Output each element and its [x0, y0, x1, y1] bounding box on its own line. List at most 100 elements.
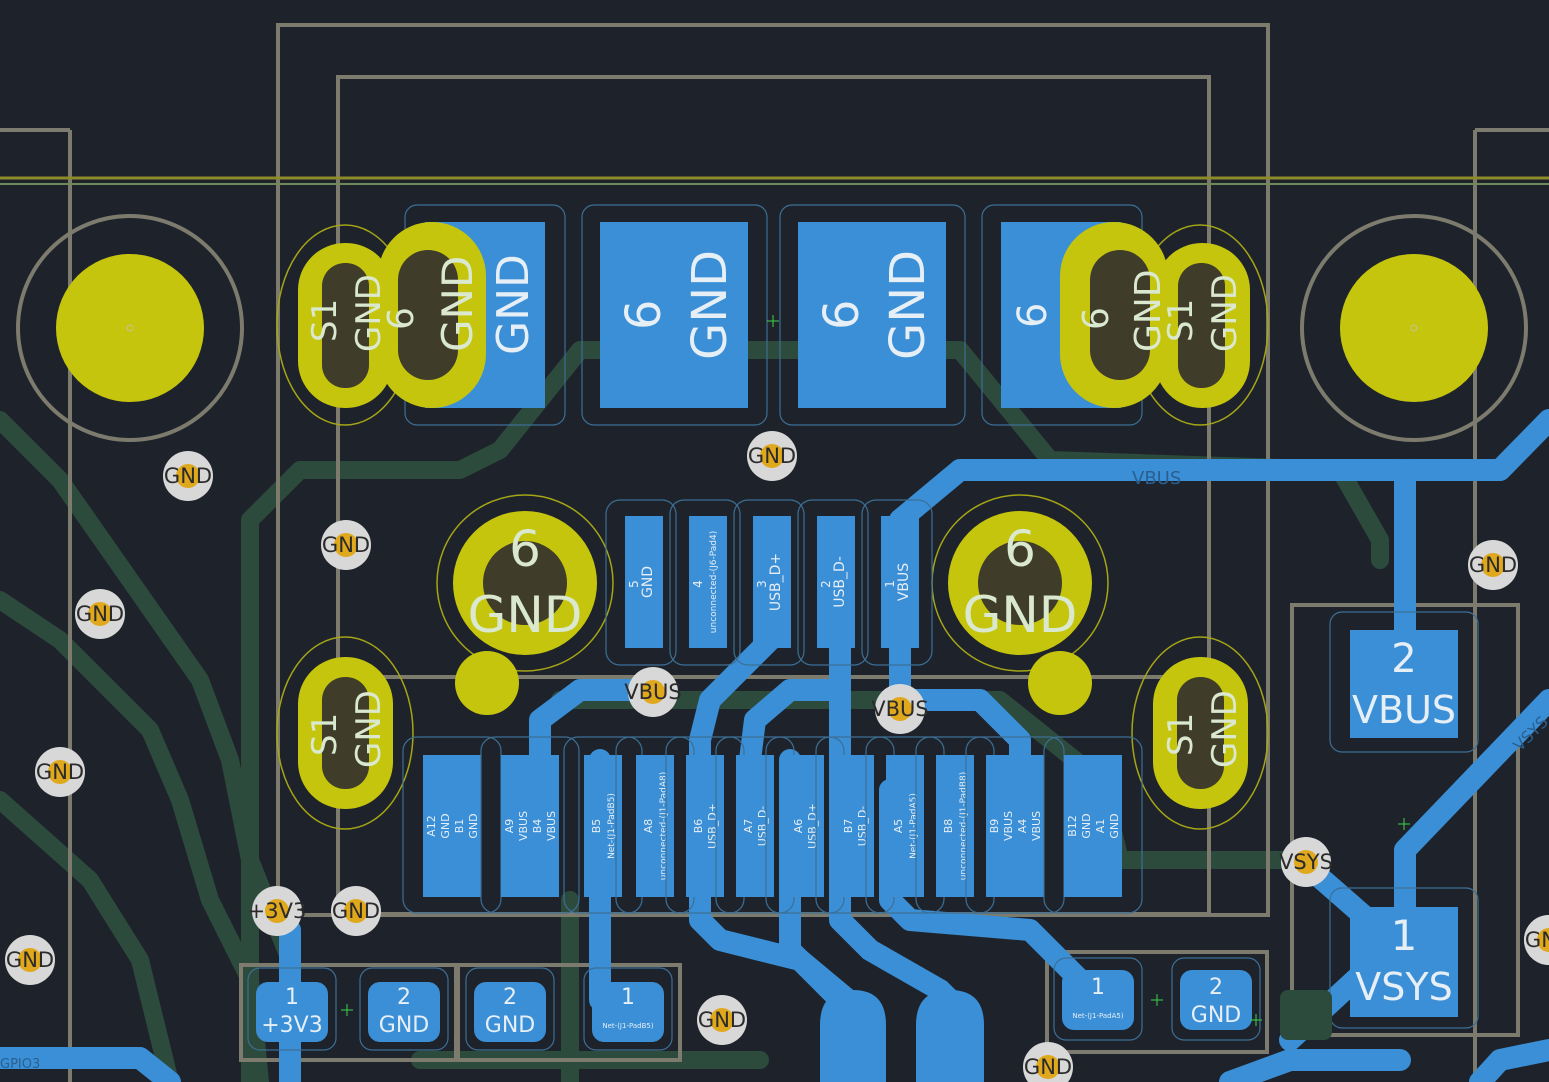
right-pad-2-num: 2	[1391, 636, 1416, 682]
usbc-pin-label: B1	[453, 819, 466, 834]
slot-tl-num2: 6	[381, 307, 422, 330]
slot-br-num: S1	[1161, 713, 1201, 756]
slot-tr-num: 6	[1076, 307, 1117, 330]
usbc-pin-label: USB_D+	[706, 803, 719, 849]
usbc-pin-label: USB_D-	[856, 806, 869, 847]
via-label: GND	[1024, 1055, 1072, 1079]
bot-pad-2-net: GND	[379, 1013, 429, 1038]
pad-labels: GND 6 GND 6 GND 6 S1 GND 6 GND 6 GND S1 …	[0, 250, 1549, 1072]
thru-left-num: 6	[509, 520, 541, 578]
narrow-pad-num: 1	[883, 580, 897, 588]
usbc-pin-label: B8	[942, 819, 955, 834]
mid-thru-holes	[436, 494, 1109, 715]
usbc-pin-pad	[736, 755, 774, 897]
narrow-pad-num: 4	[691, 580, 705, 588]
usbc-pin-label: B5	[590, 819, 603, 834]
usbc-pin-label: GND	[439, 813, 452, 838]
via-label: GND	[748, 444, 796, 468]
narrow-pad-net: USB_D+	[768, 553, 784, 611]
right-pad-2-net: VBUS	[1352, 688, 1456, 732]
via-label: GND	[1525, 928, 1549, 952]
bottom-slots	[276, 636, 1269, 830]
slot-tr-num2: S1	[1161, 299, 1201, 342]
usbc-pin-label: B4	[531, 819, 544, 834]
usbc-pin-pad	[886, 755, 924, 897]
bottom-pads	[247, 957, 1261, 1051]
usbc-pin-label: VBUS	[1030, 811, 1043, 841]
usbc-pin-pad	[786, 755, 824, 897]
usbc-pin-label: GND	[1080, 813, 1093, 838]
via-label: VBUS	[871, 697, 928, 721]
thru-left-net: GND	[468, 586, 583, 644]
slot-bl-num: S1	[305, 713, 345, 756]
usbc-pin-label: A12	[425, 815, 438, 837]
bot-pad-1-net: +3V3	[261, 1013, 322, 1038]
big-pad-1-net: GND	[488, 254, 539, 355]
big-pad-2-num: 6	[616, 299, 672, 330]
usbc-pin-label: A1	[1094, 819, 1107, 834]
top-slots	[276, 222, 1269, 426]
bot-pad-3-net: GND	[485, 1013, 535, 1038]
via-label: GND	[164, 464, 212, 488]
usbc-pin-label: B7	[842, 819, 855, 834]
slot-br-net: GND	[1205, 690, 1245, 768]
usbc-pin-label: USB_D-	[756, 806, 769, 847]
usbc-pin-label: unconnected-(J1-PadA8)	[659, 772, 669, 881]
trace-label-vbus: VBUS	[1132, 468, 1181, 489]
narrow-pad-num: 5	[627, 580, 641, 588]
usbc-pin-label: GND	[1108, 813, 1121, 838]
slot-tr-net2: GND	[1205, 274, 1245, 352]
usbc-pin-label: Net-(J1-PadA5)	[909, 793, 919, 859]
bot-pad-4-num: 1	[621, 985, 635, 1010]
usbc-pin-label: A8	[642, 819, 655, 834]
usbc-pin-pad	[936, 755, 974, 897]
usbc-pin-pad	[423, 755, 481, 897]
thru-right-net: GND	[963, 586, 1078, 644]
narrow-pad	[881, 516, 919, 648]
usbc-pin-label: USB_D+	[806, 803, 819, 849]
right-pad-1-num: 1	[1391, 911, 1418, 960]
slot-bl-net: GND	[349, 690, 389, 768]
usbc-pin-label: GND	[467, 813, 480, 838]
narrow-pad	[753, 516, 791, 648]
narrow-pad	[817, 516, 855, 648]
big-pad-3-num: 6	[814, 299, 870, 330]
usbc-pin-pad	[686, 755, 724, 897]
right-pads	[1280, 611, 1479, 1040]
narrow-pad	[625, 516, 663, 648]
via-label: +3V3	[248, 899, 307, 923]
usbc-pin-label: A4	[1016, 819, 1029, 834]
big-pad-3-net: GND	[880, 250, 936, 360]
usb-shield-pads	[820, 990, 984, 1082]
usbc-pin-label: B6	[692, 819, 705, 834]
usbc-pin-label: A9	[503, 819, 516, 834]
usbc-pin-label: A7	[742, 819, 755, 834]
via-label: VSYS	[1279, 850, 1333, 874]
vias: GND GND GND GND GND GND GND GND GND GND GND +3V3 VBU…	[5, 431, 1549, 1082]
markers	[341, 315, 1410, 1026]
usbc-pin-label: A6	[792, 819, 805, 834]
narrow-pad	[689, 516, 727, 648]
usbc-pin-label: unconnected-(J1-PadB8)	[959, 772, 969, 881]
usbc-pin-label: A5	[892, 819, 905, 834]
narrow-pad-net: VBUS	[896, 563, 912, 601]
via-label: GND	[332, 899, 380, 923]
narrow-pad-num: 2	[819, 580, 833, 588]
bot-pad-6-num: 2	[1209, 975, 1223, 1000]
usbc-pin-pad	[501, 755, 559, 897]
usbc-pin-pad	[1064, 755, 1122, 897]
via-label: VBUS	[624, 680, 681, 704]
via-label: GND	[322, 533, 370, 557]
mounting-holes	[56, 254, 1488, 402]
narrow-pad-num: 3	[755, 580, 769, 588]
right-pad-1-net: VSYS	[1355, 965, 1452, 1009]
narrow-pad-net: USB_D-	[832, 556, 848, 608]
gpio-label: GPIO3	[0, 1057, 40, 1072]
usbc-pin-pad	[986, 755, 1044, 897]
usbc-pin-pad	[636, 755, 674, 897]
slot-tl-num: S1	[305, 299, 345, 342]
slot-tr-net: GND	[1128, 269, 1169, 352]
